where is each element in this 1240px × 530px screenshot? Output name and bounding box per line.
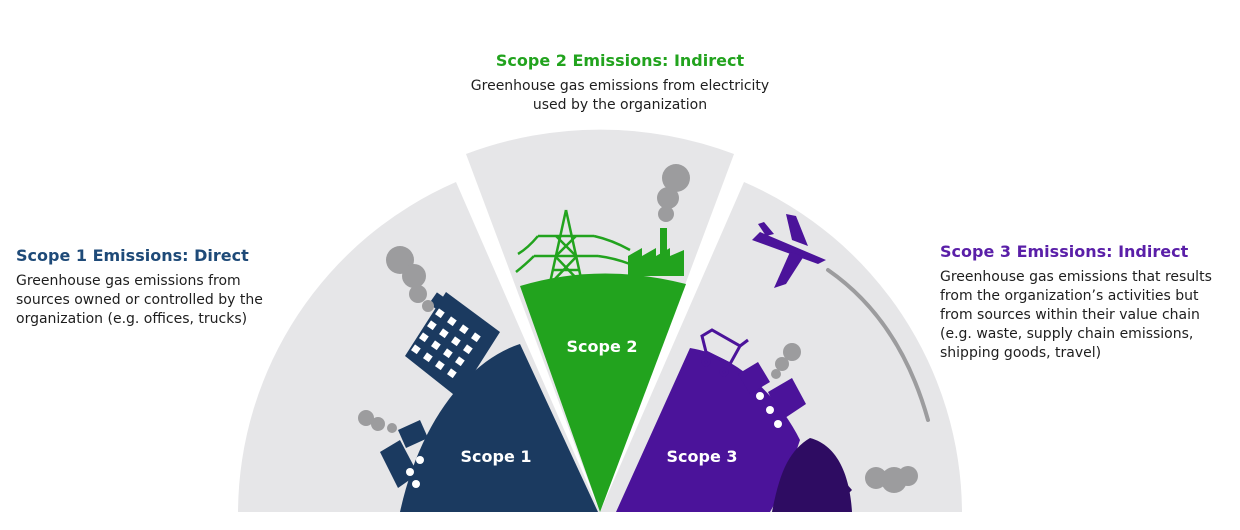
power-pylon-icon — [515, 209, 631, 293]
dump-truck-icon — [380, 420, 428, 488]
scope2-desc-line: used by the organization — [532, 97, 708, 113]
smoke-cloud-icon — [865, 466, 918, 493]
scope1-desc-line: Greenhouse gas emissions from — [16, 273, 241, 289]
scope1-desc-line: organization (e.g. offices, trucks) — [16, 311, 248, 327]
scope3-desc-line: (e.g. waste, supply chain emissions, — [940, 326, 1194, 342]
smoke-cloud-icon — [657, 164, 690, 222]
smoke-cloud-icon — [771, 343, 801, 379]
scope2-title: Scope 2 Emissions: Indirect — [495, 51, 745, 70]
scope1-segment-label: Scope 1 — [460, 447, 531, 466]
smoke-cloud-icon — [386, 246, 434, 312]
scope1-globe — [400, 344, 598, 512]
scope3-description: Scope 3 Emissions: Indirect Greenhouse g… — [940, 242, 1212, 363]
ship-icon — [812, 452, 852, 500]
delivery-truck-icon — [738, 362, 806, 428]
scope2-description: Scope 2 Emissions: Indirect Greenhouse g… — [420, 51, 820, 115]
scope1-desc-line: sources owned or controlled by the — [16, 292, 263, 308]
scope3-desc-line: from the organization’s activities but — [940, 288, 1199, 304]
scope2-hill — [520, 273, 686, 512]
scope3-desc-line: from sources within their value chain — [940, 307, 1200, 323]
smoke-cloud-icon — [358, 410, 397, 433]
office-building-icon — [405, 292, 500, 398]
flight-path-arc — [826, 268, 930, 422]
scope1-title: Scope 1 Emissions: Direct — [16, 246, 249, 265]
scope3-segment-label: Scope 3 — [666, 447, 737, 466]
scope3-desc-line: shipping goods, travel) — [940, 345, 1102, 361]
scope3-title: Scope 3 Emissions: Indirect — [940, 242, 1189, 261]
scope2-desc-line: Greenhouse gas emissions from electricit… — [470, 78, 770, 94]
scope3-desc-line: Greenhouse gas emissions that results — [940, 269, 1212, 285]
factory-icon — [628, 228, 684, 276]
scope1-description: Scope 1 Emissions: Direct Greenhouse gas… — [16, 246, 263, 329]
shopping-cart-icon — [700, 328, 749, 377]
scope3-dark-hill — [772, 438, 852, 512]
airplane-icon — [752, 214, 826, 288]
scope2-segment-label: Scope 2 — [566, 337, 637, 356]
